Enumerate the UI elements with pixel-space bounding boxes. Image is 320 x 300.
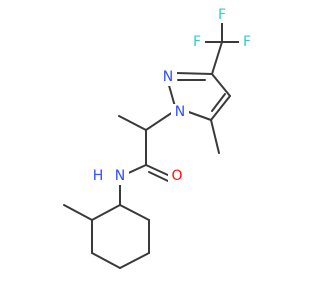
atom-h-amide: H: [93, 168, 104, 184]
trifluoromethyl-group: [204, 21, 240, 75]
bond-cy2-methyl: [63, 204, 93, 221]
atom-o-carbonyl: O: [171, 168, 182, 184]
bond-cy6-cy1: [119, 204, 150, 221]
atom-n-pyrazole-2: N: [163, 69, 173, 85]
molecule-structure: F F F N N O N H: [63, 7, 255, 269]
bond-c5-c4-double: [211, 93, 226, 112]
bond-cy1-cy2: [91, 204, 121, 221]
atom-n-pyrazole-1: N: [175, 104, 185, 120]
bond-c5-c4: [210, 95, 231, 121]
atom-n-amide: N: [115, 168, 125, 184]
bond-n1-c5: [185, 110, 212, 121]
molecule-diagram: F F F N N O N H: [63, 7, 255, 269]
bond-c5-methyl: [210, 119, 220, 154]
bond-cy3-cy4: [91, 252, 121, 269]
bond-alpha-methyl: [118, 115, 147, 131]
bond-cf3-ring: [211, 41, 223, 75]
bond-cy4-cy5: [119, 252, 150, 269]
atom-f-right: F: [243, 34, 251, 50]
bond-c3-n2: [175, 72, 213, 75]
bond-c4-c3: [211, 73, 231, 97]
atom-f-top: F: [218, 7, 226, 23]
atom-f-left: F: [193, 34, 201, 50]
pyrazole-ring: [167, 72, 231, 121]
atom-labels: F F F N N O N H: [90, 7, 255, 185]
bond-carbonyl-o: [145, 164, 171, 177]
bond-carbonyl-o-double: [148, 171, 169, 182]
cyclohexane-ring: [91, 204, 150, 269]
